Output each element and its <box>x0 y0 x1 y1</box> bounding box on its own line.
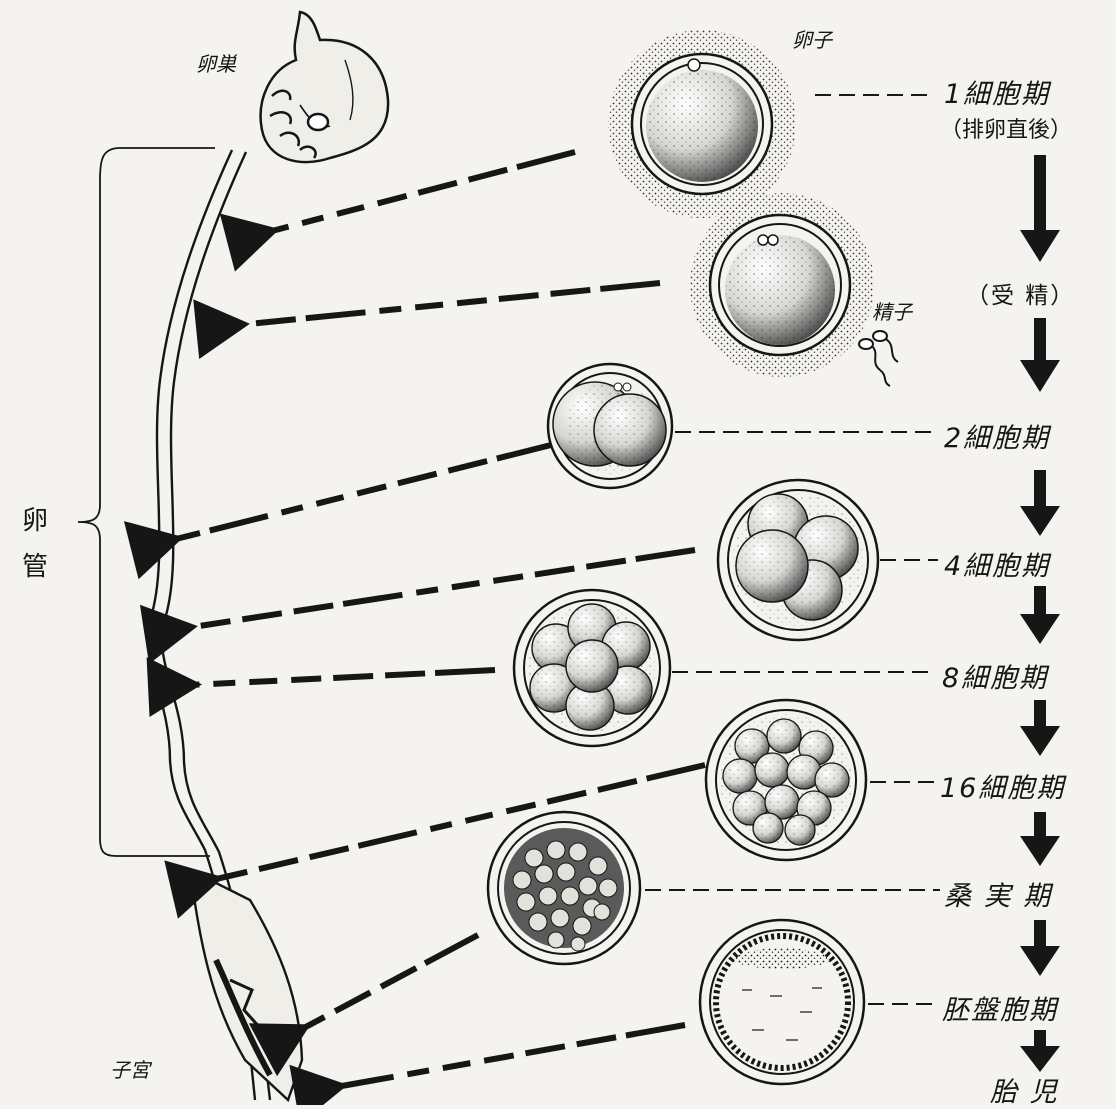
stage-eight-cell: 8細胞期 <box>942 656 1048 695</box>
stage-two-cell: 2細胞期 <box>944 416 1050 455</box>
stage-morula: 桑 実 期 <box>944 874 1052 913</box>
two-cell-embryo <box>548 364 672 488</box>
down-arrow <box>1020 470 1060 536</box>
arrow-3 <box>172 444 555 540</box>
stage-fetus: 胎 児 <box>990 1070 1059 1109</box>
arrow-5 <box>190 670 495 685</box>
uterus-label: 子宮 <box>110 1054 150 1083</box>
blastocyst <box>700 920 864 1084</box>
arrow-1 <box>268 152 575 232</box>
stage-blastocyst: 胚盤胞期 <box>942 988 1058 1027</box>
one-cell-egg <box>608 30 796 218</box>
down-arrow <box>1020 1030 1060 1072</box>
ovary-label: 卵巣 <box>196 48 236 77</box>
stage-four-cell: 4細胞期 <box>944 544 1050 583</box>
down-arrow <box>1020 586 1060 644</box>
egg-label: 卵子 <box>792 24 832 53</box>
ovary-drawing <box>261 12 388 162</box>
down-arrow <box>1020 920 1060 976</box>
sixteen-cell-embryo <box>706 700 866 860</box>
stage-one-cell: 1細胞期 <box>944 72 1050 111</box>
down-arrow <box>1020 155 1060 262</box>
uterus-drawing <box>190 870 302 1100</box>
down-arrow <box>1020 812 1060 866</box>
stage-sixteen-cell: 16細胞期 <box>940 766 1065 805</box>
fertilized-egg <box>690 193 874 377</box>
arrow-7 <box>300 935 478 1030</box>
stage-one-cell-note: （排卵直後） <box>940 112 1072 144</box>
eight-cell-embryo <box>514 590 670 746</box>
arrow-8 <box>336 1025 685 1087</box>
oviduct-bracket <box>78 148 215 856</box>
down-arrow <box>1020 318 1060 392</box>
oviduct-label-1: 卵 <box>22 500 48 537</box>
morula <box>488 812 640 964</box>
arrow-2 <box>238 283 660 325</box>
down-arrow <box>1020 700 1060 756</box>
sperm-label: 精子 <box>872 296 912 325</box>
four-cell-embryo <box>718 480 878 640</box>
sperm-drawing <box>859 331 898 386</box>
oviduct-label-2: 管 <box>22 546 48 583</box>
stage-fertilization: （受 精） <box>966 276 1075 310</box>
